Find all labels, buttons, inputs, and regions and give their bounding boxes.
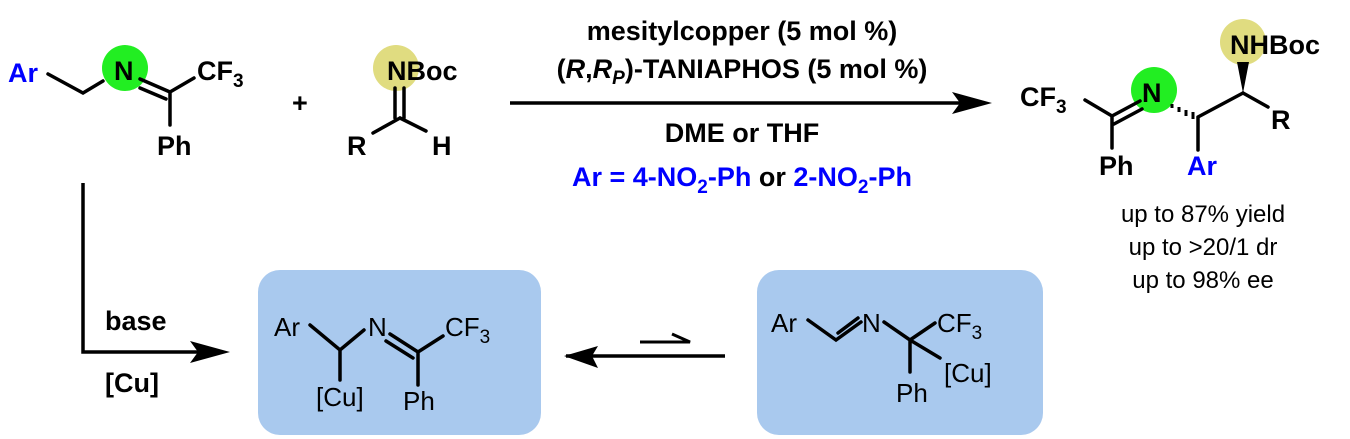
boc-nitrogen-highlight (373, 45, 419, 91)
reaction-arrow (510, 92, 992, 114)
product: CF3 N Ph Ar NHBoc R (1020, 19, 1320, 181)
plus-sign: + (292, 88, 308, 118)
reactant-ketimine: Ar N CF3 Ph (8, 45, 244, 161)
aryl-label: Ar (8, 58, 38, 88)
intermediate-1-box: Ar N CF3 [Cu] Ph (258, 270, 541, 435)
ee-result: up to 98% ee (1132, 267, 1273, 294)
imine-nitrogen-highlight (1131, 67, 1177, 113)
solvent-text: DME or THF (665, 118, 820, 148)
phenyl-label: Ph (403, 386, 435, 416)
phenyl-label: Ph (157, 131, 192, 161)
dr-result: up to >20/1 dr (1129, 234, 1278, 261)
h-label: H (432, 131, 452, 161)
nboc-label: NBoc (387, 56, 458, 86)
nhboc-label: NHBoc (1230, 30, 1320, 60)
arrowhead-icon (190, 341, 230, 363)
cf3-label: CF3 (197, 56, 244, 92)
r-label: R (1271, 105, 1291, 135)
wedge-bond (1237, 62, 1249, 93)
r-label: R (347, 131, 367, 161)
imine-nitrogen-highlight (102, 45, 148, 91)
nitrogen-label: N (114, 56, 134, 86)
bond (46, 72, 105, 96)
bond (138, 76, 196, 127)
nitrogen-label: N (862, 308, 881, 338)
nitrogen-label: N (1142, 78, 1162, 108)
catalyst-text: mesitylcopper (5 mol %) (587, 16, 898, 46)
cf3-label: CF3 (937, 308, 982, 344)
aryl-label: Ar (771, 308, 797, 338)
ligand-text: (R,RP)-TANIAPHOS (5 mol %) (557, 54, 928, 89)
boc-nitrogen-highlight (1220, 19, 1266, 65)
hashed-bond (1170, 104, 1195, 119)
aryl-label: Ar (1187, 151, 1217, 181)
yield-result: up to 87% yield (1121, 201, 1285, 228)
side-path-arrow (81, 183, 230, 363)
reactant-boc-imine: NBoc R H (347, 45, 458, 161)
aryl-label: Ar (274, 312, 300, 342)
base-label: base (105, 306, 167, 336)
copper-label: [Cu] (105, 368, 159, 398)
bond (806, 316, 942, 374)
bond (1083, 91, 1270, 152)
copper-label: [Cu] (316, 382, 364, 412)
phenyl-label: Ph (896, 378, 928, 408)
copper-label: [Cu] (944, 358, 992, 388)
bond (308, 323, 445, 387)
phenyl-label: Ph (1099, 151, 1134, 181)
nitrogen-label: N (368, 312, 387, 342)
arrowhead-icon (952, 92, 992, 114)
aryl-definition-text: Ar = 4-NO2-Ph or 2-NO2-Ph (572, 162, 912, 198)
cf3-label: CF3 (445, 312, 490, 348)
intermediate-2-box: Ar N CF3 [Cu] Ph (757, 270, 1043, 435)
bond (371, 86, 428, 135)
equilibrium-arrows (564, 332, 725, 368)
cf3-label: CF3 (1020, 82, 1067, 118)
